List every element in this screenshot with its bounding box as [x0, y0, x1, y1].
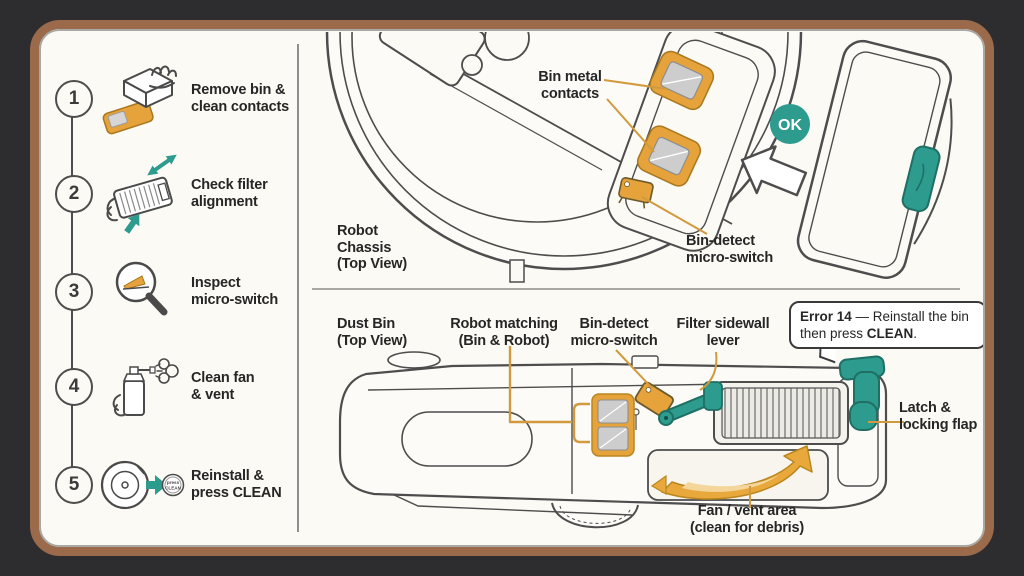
step-2-number-text: 2	[68, 183, 80, 204]
dust-bin-top-right-drawing	[796, 39, 953, 279]
step-4-label: Clean fan & vent	[191, 370, 255, 403]
bin-metal-contact-upper	[649, 50, 715, 111]
step-1-remove-bin: 1 Remove bin	[55, 59, 293, 139]
filter-drawing	[713, 381, 849, 445]
step-4-number-text: 4	[68, 376, 80, 397]
step-2-label: Check filter alignment	[191, 177, 268, 210]
step-3-number: 3	[55, 273, 93, 311]
label-robot-chassis: Robot Chassis (Top View)	[337, 223, 407, 272]
ok-badge: OK	[770, 104, 810, 144]
step-5-reinstall: 5 press CLEAN Reinstall & press CLEAN	[55, 445, 293, 525]
reinstall-robot-icon: press CLEAN	[99, 445, 185, 525]
step-5-label: Reinstall & press CLEAN	[191, 468, 282, 501]
label-bin-detect-top: Bin-detect micro-switch	[686, 233, 774, 266]
bin-metal-contact-lower	[636, 125, 702, 187]
error-14-callout: Error 14 — Reinstall the bin then press …	[789, 301, 983, 349]
label-bin-detect-bottom: Bin-detect micro-switch	[570, 316, 658, 349]
top-diagram-robot-chassis: OK	[302, 32, 962, 286]
fan-vent-area-drawing	[647, 445, 829, 501]
label-filter-sidewall-lever: Filter sidewall lever	[676, 316, 770, 349]
step-5-number-text: 5	[68, 474, 80, 495]
step-4-clean-fan: 4	[55, 347, 293, 427]
filter-alignment-icon	[99, 154, 185, 234]
label-dust-bin: Dust Bin (Top View)	[337, 316, 407, 349]
step-5-number: 5	[55, 466, 93, 504]
press-clean-button-text-1: press	[167, 480, 180, 485]
step-3-label: Inspect micro-switch	[191, 275, 279, 308]
vertical-divider	[297, 44, 299, 532]
bottom-diagram-dust-bin	[302, 294, 962, 545]
top-leader-lines	[603, 79, 708, 235]
insert-direction-arrow	[740, 145, 808, 197]
step-1-label: Remove bin & clean contacts	[191, 82, 289, 115]
poster-canvas: 1 Remove bin	[39, 29, 985, 547]
step-2-check-filter: 2	[55, 154, 293, 234]
spray-can-icon	[99, 347, 185, 427]
horizontal-divider	[312, 288, 960, 290]
poster-frame: 1 Remove bin	[30, 20, 994, 556]
label-bin-metal-contacts: Bin metal contacts	[538, 69, 602, 102]
ok-badge-text: OK	[778, 117, 802, 134]
label-robot-matching: Robot matching (Bin & Robot)	[450, 316, 558, 349]
step-4-number: 4	[55, 368, 93, 406]
bottom-leader-lines	[508, 346, 904, 508]
step-1-number: 1	[55, 80, 93, 118]
step-3-inspect-switch: 3 Inspect micro-switch	[55, 252, 293, 332]
label-latch-locking-flap: Latch & locking flap	[899, 400, 978, 433]
step-1-number-text: 1	[68, 88, 80, 109]
bin-contacts-block	[591, 393, 635, 457]
filter-sidewall-lever-drawing	[658, 381, 723, 426]
step-3-number-text: 3	[68, 281, 80, 302]
wipe-contacts-icon	[99, 59, 185, 139]
bin-detect-micro-switch-top	[618, 177, 654, 209]
step-2-number: 2	[55, 175, 93, 213]
dust-bin-latch-teal	[901, 145, 941, 213]
press-clean-button-text-2: CLEAN	[165, 486, 182, 491]
bin-detect-micro-switch-bottom	[634, 381, 674, 418]
magnifier-micro-switch-icon	[99, 252, 185, 332]
label-fan-vent-area: Fan / vent area (clean for debris)	[689, 503, 805, 536]
latch-locking-flap-drawing	[838, 355, 886, 431]
